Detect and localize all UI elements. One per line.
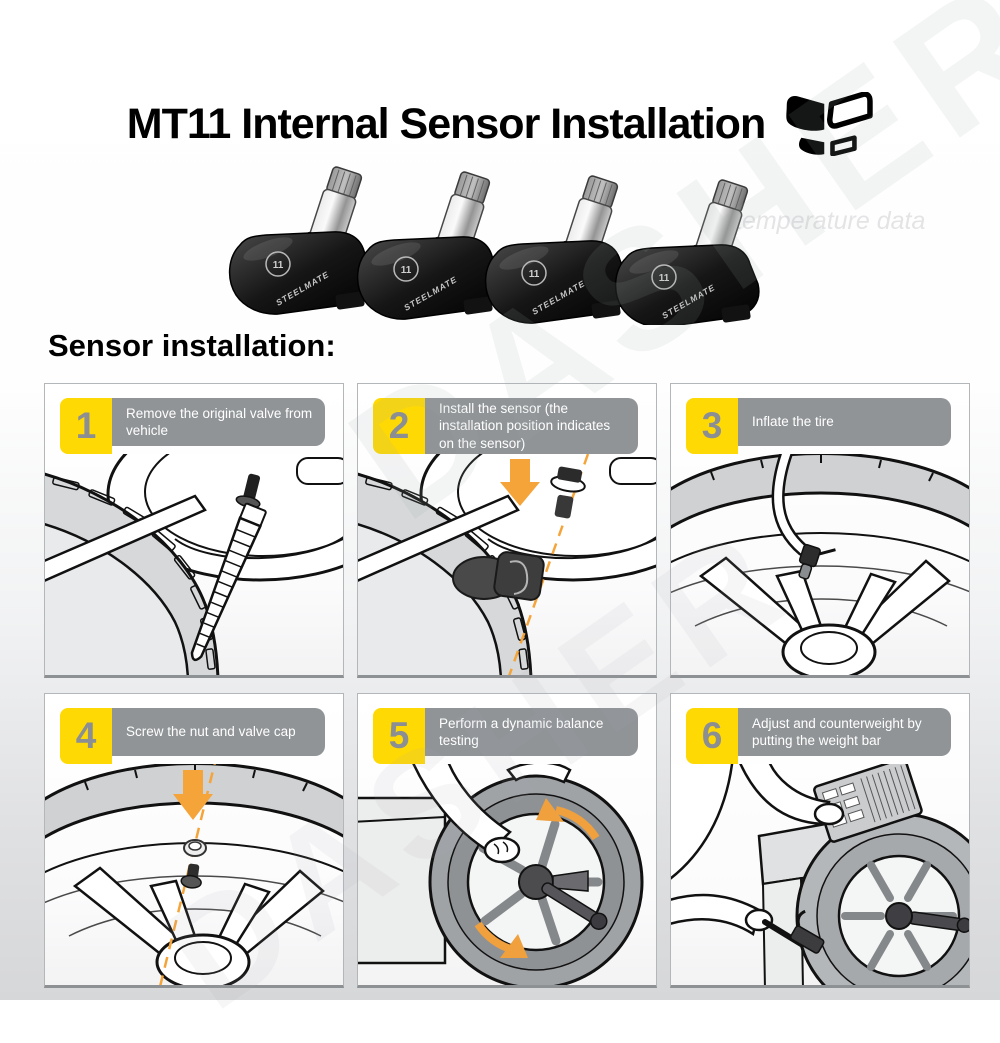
step-number-badge: 4: [60, 708, 112, 764]
step-number-badge: 5: [373, 708, 425, 764]
tpms-sensor: [228, 163, 374, 315]
page-root: { "header": { "title": "MT11 Internal Se…: [0, 0, 1000, 1000]
step-header: 5 Perform a dynamic balance testing: [373, 708, 638, 764]
step-2-illustration-install-sensor: [358, 454, 656, 675]
step-label-banner: Inflate the tire: [738, 398, 951, 446]
step-header: 6 Adjust and counterweight by putting th…: [686, 708, 951, 764]
step-label-banner: Adjust and counterweight by putting the …: [738, 708, 951, 756]
step-header: 2 Install the sensor (the installation p…: [373, 398, 638, 454]
step-5-illustration-dynamic-balance: [358, 764, 644, 985]
header: MT11 Internal Sensor Installation: [0, 92, 1000, 156]
step-number-badge: 1: [60, 398, 112, 454]
step-label-banner: Screw the nut and valve cap: [112, 708, 325, 756]
sensors-image: 11 STEELMATE: [226, 163, 774, 330]
tpms-sensor: [614, 176, 760, 328]
step-label-banner: Perform a dynamic balance testing: [425, 708, 638, 756]
tpms-sensor: [356, 168, 502, 320]
step-number-badge: 3: [686, 398, 738, 454]
brand-logo-icon: [786, 92, 873, 156]
step-number-badge: 2: [373, 398, 425, 454]
step-header: 4 Screw the nut and valve cap: [60, 708, 325, 764]
step-panel-6: 6 Adjust and counterweight by putting th…: [670, 693, 970, 988]
step-panel-4: 4 Screw the nut and valve cap: [44, 693, 344, 988]
step-6-illustration-weight-bar: [671, 764, 969, 985]
section-heading: Sensor installation:: [48, 328, 336, 363]
page-title: MT11 Internal Sensor Installation: [126, 99, 766, 148]
step-panel-2: 2 Install the sensor (the installation p…: [357, 383, 657, 678]
tpms-sensor: [484, 172, 630, 324]
ghost-text: temperature data: [735, 207, 926, 235]
step-1-illustration-remove-valve: [45, 454, 343, 675]
step-label-banner: Install the sensor (the installation pos…: [425, 398, 638, 454]
step-panel-5: 5 Perform a dynamic balance testing: [357, 693, 657, 988]
step-3-illustration-inflate-tire: [671, 454, 969, 675]
step-panel-1: 1 Remove the original valve from vehicle: [44, 383, 344, 678]
step-number-badge: 6: [686, 708, 738, 764]
step-header: 3 Inflate the tire: [686, 398, 951, 454]
step-panel-3: 3 Inflate the tire: [670, 383, 970, 678]
step-label-banner: Remove the original valve from vehicle: [112, 398, 325, 446]
step-4-illustration-screw-nut-cap: [45, 764, 343, 985]
step-header: 1 Remove the original valve from vehicle: [60, 398, 325, 454]
